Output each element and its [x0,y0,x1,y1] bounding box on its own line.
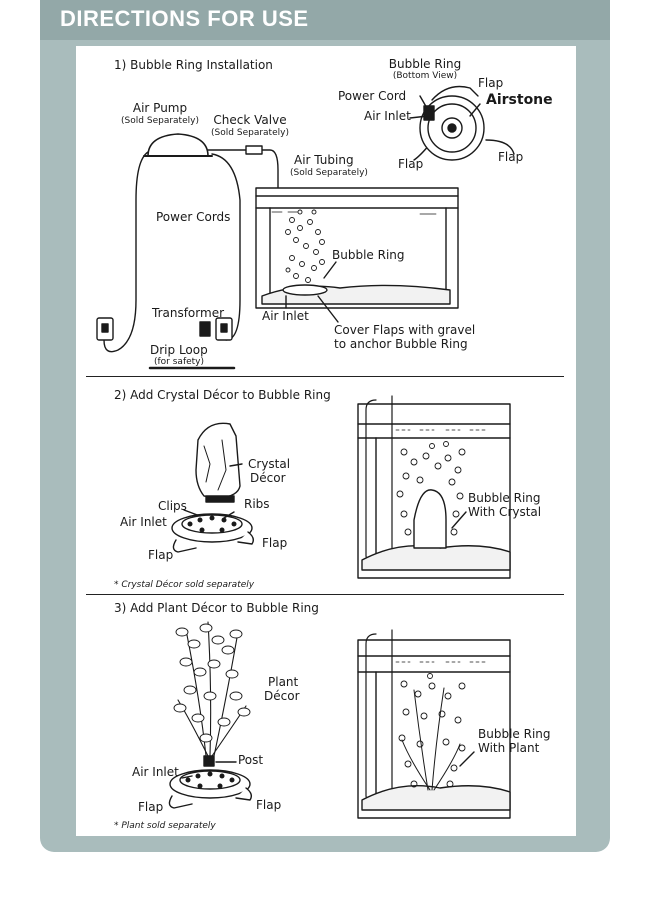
label-drip-loop-note: (for safety) [154,357,205,367]
note-plant-sold-separately: * Plant sold separately [114,821,216,831]
label-post: Post [238,753,264,767]
section3-title: 3) Add Plant Décor to Bubble Ring [114,601,319,615]
label-flap-crystal-right: Flap [262,536,288,550]
crystal-decor [195,422,241,499]
label-bubble-ring: Bubble Ring [332,248,405,262]
section3-illustration [168,621,511,819]
power-cord-left [103,151,149,353]
label-with-plant-2: With Plant [478,741,540,755]
label-air-inlet-crystal: Air Inlet [120,515,167,529]
label-power-cords: Power Cords [156,210,231,224]
label-flap-plant-left: Flap [138,800,164,814]
label-air-inlet-plant: Air Inlet [132,765,179,779]
section-divider-2 [86,594,564,595]
label-check-valve-note: (Sold Separately) [211,128,289,138]
tank-3-gravel [361,785,511,811]
label-air-pump-note: (Sold Separately) [121,116,199,126]
label-bottom-view-note: (Bottom View) [392,71,458,81]
bubbles-tank2 [396,441,466,536]
air-pump [147,133,209,157]
label-crystal-decor-1: Crystal [248,457,291,471]
label-power-cord: Power Cord [338,89,407,103]
label-cover-flaps-2: to anchor Bubble Ring [334,337,468,351]
label-flap-left: Flap [398,157,424,171]
label-flap-crystal-left: Flap [148,548,174,562]
label-with-crystal-1: Bubble Ring [468,491,541,505]
label-clips: Clips [158,499,187,513]
section2-title: 2) Add Crystal Décor to Bubble Ring [114,388,331,402]
label-air-pump: Air Pump [132,101,188,115]
plant-post [203,755,215,767]
section-divider-1 [86,376,564,377]
label-air-inlet-bv: Air Inlet [364,109,411,123]
power-cord-right [211,153,241,341]
label-flap-plant-right: Flap [256,798,282,812]
bubble-ring-tank1 [282,284,328,296]
label-crystal-decor-2: Décor [250,471,286,485]
check-valve [245,145,263,155]
header-bar [40,0,610,40]
label-cover-flaps-1: Cover Flaps with gravel [334,323,476,337]
label-air-tubing-note: (Sold Separately) [290,168,368,178]
bubbles-tank3 [398,673,466,788]
label-ribs: Ribs [244,497,270,511]
section2-illustration [171,395,511,579]
label-air-tubing: Air Tubing [294,153,354,167]
crystal-in-tank [413,489,447,549]
bubbles-tank1 [285,209,325,283]
label-air-inlet: Air Inlet [262,309,309,323]
section1-title: 1) Bubble Ring Installation [114,58,273,72]
plant-leaves [173,623,251,743]
label-with-plant-1: Bubble Ring [478,727,551,741]
section1-illustration [96,85,515,370]
label-plant-decor-2: Décor [264,689,300,703]
label-plant-decor-1: Plant [268,675,299,689]
note-crystal-sold-separately: * Crystal Décor sold separately [114,580,255,590]
label-flap-top: Flap [478,76,504,90]
label-drip-loop: Drip Loop [150,343,208,357]
label-with-crystal-2: With Crystal [468,505,542,519]
label-bottom-view-title: Bubble Ring [388,57,462,71]
bubble-ring-crystal [171,513,253,543]
label-airstone: Airstone [486,92,553,108]
page-title: DIRECTIONS FOR USE [60,6,309,31]
bubble-ring-bottom-view [409,85,515,161]
label-check-valve: Check Valve [213,113,287,127]
label-flap-right: Flap [498,150,524,164]
transformer [199,321,211,337]
label-transformer: Transformer [152,306,225,320]
